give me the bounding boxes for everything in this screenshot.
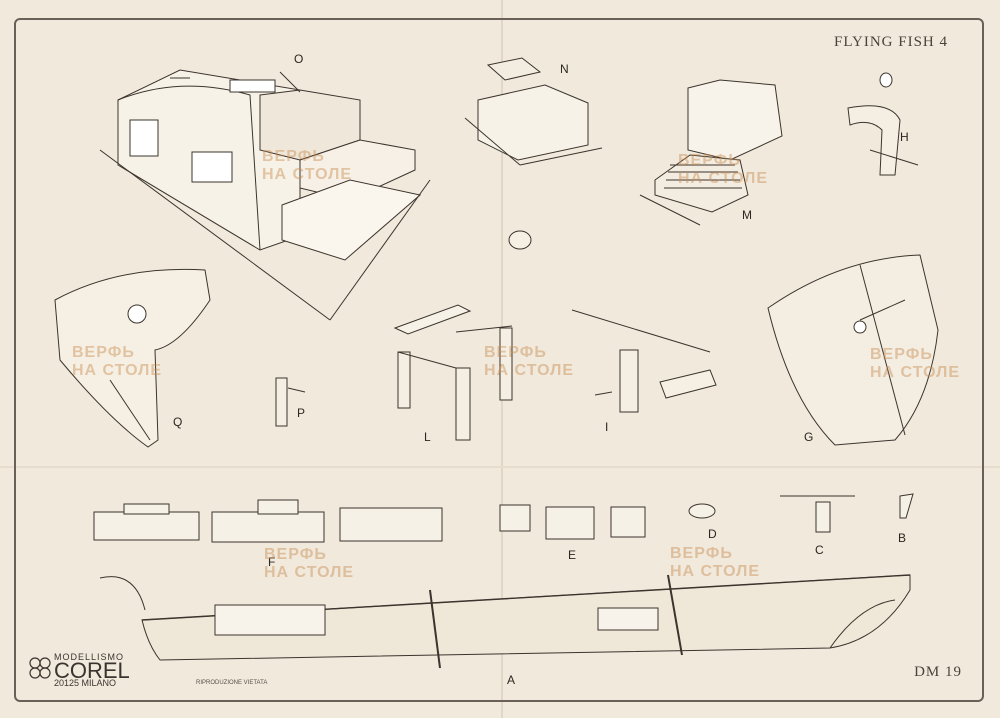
view-label-n: N — [560, 62, 569, 76]
drawing-reel — [508, 230, 532, 250]
drawing-e-series — [499, 504, 646, 540]
drawing-q — [54, 268, 211, 448]
view-label-m: M — [742, 208, 752, 222]
view-label-p: P — [297, 406, 306, 420]
view-label-q: Q — [173, 415, 183, 429]
drawing-d — [688, 503, 716, 519]
sheet-number: DM 19 — [914, 664, 962, 680]
view-label-e: E — [568, 548, 577, 562]
view-label-o: O — [294, 52, 304, 66]
corel-emblem-icon — [29, 657, 51, 679]
drawing-o-deckhouse — [99, 69, 431, 321]
drawing-m — [639, 79, 783, 226]
view-label-f: F — [268, 555, 276, 569]
reproduction-notice: RIPRODUZIONE VIETATA — [196, 680, 268, 686]
view-label-b: B — [898, 531, 907, 545]
view-label-c: C — [815, 543, 824, 557]
fold-line-horizontal — [0, 466, 1000, 468]
drawing-b — [899, 493, 914, 519]
view-label-d: D — [708, 527, 717, 541]
drawing-i — [571, 309, 717, 413]
corel-logo: MODELLISMO COREL 20125 MILANO RIPRODUZIO… — [28, 652, 267, 692]
drawing-a-hull — [99, 574, 911, 669]
sheet-border — [14, 18, 984, 702]
drawing-n — [464, 57, 603, 166]
brand-address: 20125 MILANO — [54, 678, 117, 688]
brand-name: COREL — [54, 658, 130, 683]
drawing-h — [847, 72, 919, 176]
brand-subtitle: MODELLISMO — [54, 652, 125, 662]
drawing-l — [393, 304, 513, 441]
sheet-title: FLYING FISH 4 — [833, 34, 948, 50]
view-label-a: A — [507, 673, 516, 687]
view-label-l: L — [424, 430, 431, 444]
view-label-g: G — [804, 430, 814, 444]
drawing-g — [767, 254, 939, 446]
view-label-h: H — [900, 130, 909, 144]
drawing-f-series — [93, 499, 443, 543]
drawing-p — [275, 377, 306, 427]
view-label-i: I — [605, 420, 609, 434]
